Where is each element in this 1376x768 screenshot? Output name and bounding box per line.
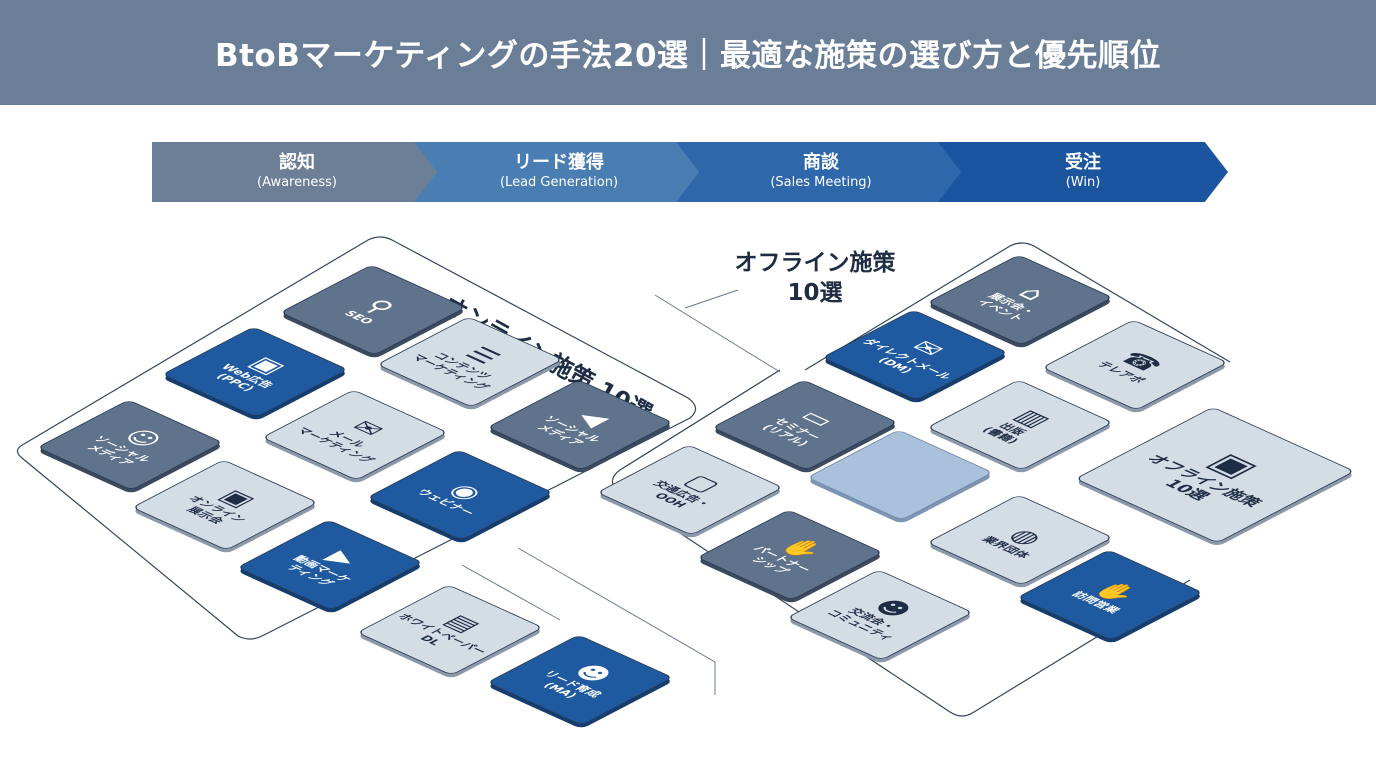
step-title: 受注 bbox=[1065, 152, 1101, 173]
offline-group-title: オフライン施策 10選 bbox=[734, 250, 896, 306]
header-banner: BtoBマーケティングの手法20選｜最適な施策の選び方と優先順位 bbox=[0, 0, 1376, 105]
step-subtitle: (Lead Generation) bbox=[499, 175, 619, 190]
process-step-sales-meeting: 商談 (Sales Meeting) bbox=[676, 142, 966, 202]
online-region-outline bbox=[16, 236, 697, 640]
step-title: リード獲得 bbox=[514, 152, 604, 173]
step-title: 商談 bbox=[803, 152, 839, 173]
step-title: 認知 bbox=[279, 152, 315, 173]
divider-line bbox=[517, 547, 716, 663]
process-step-lead-generation: リード獲得 (Lead Generation) bbox=[414, 142, 704, 202]
step-subtitle: (Sales Meeting) bbox=[770, 175, 872, 190]
offline-region-outline bbox=[611, 369, 1191, 717]
page-title: BtoBマーケティングの手法20選｜最適な施策の選び方と優先順位 bbox=[214, 38, 1162, 74]
step-subtitle: (Awareness) bbox=[257, 175, 337, 190]
divider-line bbox=[684, 289, 739, 309]
process-step-awareness: 認知 (Awareness) bbox=[152, 142, 442, 202]
divider-line bbox=[654, 294, 781, 373]
process-step-win: 受注 (Win) bbox=[938, 142, 1228, 202]
divider-line bbox=[461, 564, 561, 621]
process-flow: 認知 (Awareness) リード獲得 (Lead Generation) 商… bbox=[152, 142, 1228, 202]
offline-top-outline bbox=[804, 242, 1231, 371]
step-subtitle: (Win) bbox=[1065, 175, 1101, 190]
